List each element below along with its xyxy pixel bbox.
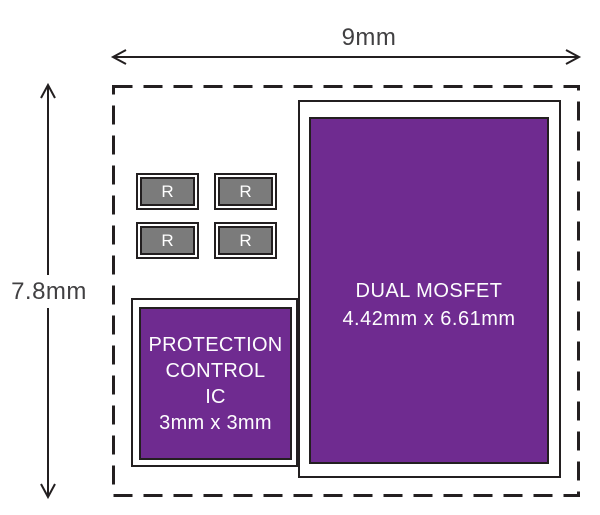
- resistor-3: R: [136, 222, 199, 259]
- resistor-1: R: [136, 173, 199, 210]
- resistor-4: R: [214, 222, 277, 259]
- width-dimension-label: 9mm: [341, 24, 397, 51]
- board-outline-dashed: [112, 85, 580, 497]
- resistor-2-body: R: [218, 177, 273, 206]
- width-dimension-arrow: [110, 49, 582, 65]
- dual-mosfet-name: DUAL MOSFET: [355, 280, 503, 302]
- resistor-2: R: [214, 173, 277, 210]
- resistor-4-body: R: [218, 226, 273, 255]
- protection-ic-line1: PROTECTION: [148, 333, 283, 356]
- protection-ic-line3: IC: [205, 385, 226, 408]
- protection-ic-line4: 3mm x 3mm: [159, 411, 272, 434]
- resistor-2-label: R: [239, 182, 252, 201]
- resistor-3-body: R: [140, 226, 195, 255]
- protection-ic-text: PROTECTION CONTROL IC 3mm x 3mm: [141, 332, 290, 436]
- resistor-1-label: R: [161, 182, 174, 201]
- height-dimension-arrow: [40, 82, 56, 500]
- resistor-4-label: R: [239, 231, 252, 250]
- dual-mosfet-size: 4.42mm x 6.61mm: [342, 308, 516, 330]
- protection-ic-line2: CONTROL: [165, 359, 266, 382]
- resistor-1-body: R: [140, 177, 195, 206]
- protection-ic-die: PROTECTION CONTROL IC 3mm x 3mm: [139, 307, 292, 460]
- height-dimension-label: 7.8mm: [11, 278, 87, 305]
- resistor-3-label: R: [161, 231, 174, 250]
- dual-mosfet-die: DUAL MOSFET 4.42mm x 6.61mm: [309, 117, 549, 464]
- dual-mosfet-text: DUAL MOSFET 4.42mm x 6.61mm: [311, 277, 547, 333]
